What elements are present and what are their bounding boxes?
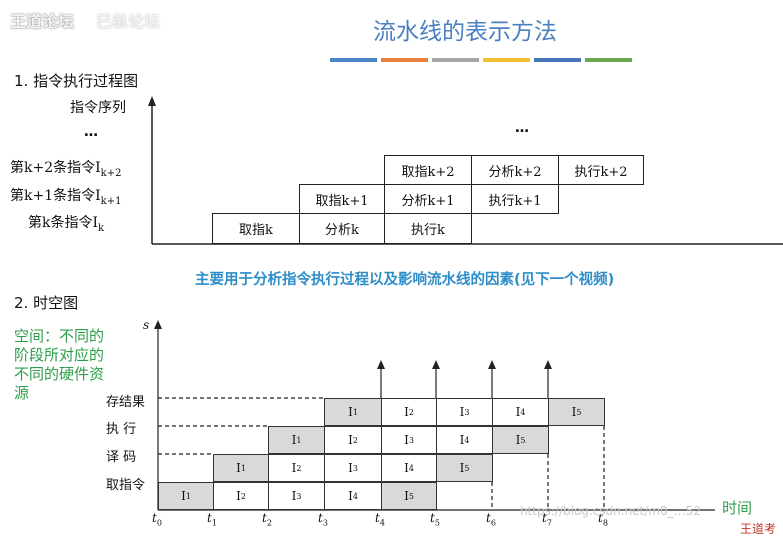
section2-x-axis-label: 时间 — [722, 499, 753, 517]
completion-arrow-head — [488, 360, 496, 369]
time-tick: t1 — [207, 511, 217, 528]
color-bar-segment — [432, 58, 479, 62]
time-tick: t0 — [152, 511, 162, 528]
time-tick: t7 — [542, 511, 552, 528]
color-bar-segment — [534, 58, 581, 62]
time-tick: t6 — [486, 511, 496, 528]
usage-note: 主要用于分析指令执行过程以及影响流水线的因素(见下一个视频) — [195, 272, 615, 288]
color-bar-segment — [585, 58, 632, 62]
cell-exec-k2: 执行k+2 — [558, 155, 644, 185]
forum-logo: 王道论坛 — [10, 12, 75, 31]
row-label-k1: 第k+1条指令Ik+1 — [10, 188, 122, 207]
cell-exec-k: 执行k — [384, 213, 472, 244]
space-note: 空间：不同的阶段所对应的不同的硬件资源 — [14, 327, 105, 402]
cell-fetch-k2: 取指k+2 — [384, 155, 472, 185]
stage-label-decode: 译 码 — [106, 450, 137, 465]
forum-logo-secondary: 已纵论坛 — [96, 12, 161, 31]
section1-dots-left: … — [84, 124, 99, 140]
time-tick: t2 — [262, 511, 272, 528]
color-bar-segment — [483, 58, 530, 62]
time-tick: t8 — [598, 511, 608, 528]
color-bar-segment — [381, 58, 428, 62]
row-label-k: 第k条指令Ik — [28, 215, 105, 234]
section1-y-axis-label: 指令序列 — [70, 100, 126, 116]
watermark: https://blog.csdn.net/m0_…52 — [520, 504, 701, 518]
stage-label-store: 存结果 — [106, 395, 146, 410]
completion-arrow-head — [544, 360, 552, 369]
time-tick: t3 — [318, 511, 328, 528]
time-tick: t4 — [375, 511, 385, 528]
section1-dots-right: … — [515, 120, 530, 136]
slide-title: 流水线的表示方法 — [373, 19, 557, 45]
cell-decode-k1: 分析k+1 — [384, 184, 472, 214]
cell-fetch-k: 取指k — [212, 213, 300, 244]
stage-label-fetch: 取指令 — [106, 478, 146, 493]
completion-arrow-head — [432, 360, 440, 369]
cell-decode-k: 分析k — [299, 213, 385, 244]
y-axis-arrow — [154, 320, 162, 329]
cell-decode-k2: 分析k+2 — [471, 155, 559, 185]
row-label-k2: 第k+2条指令Ik+2 — [10, 160, 122, 179]
section2-y-axis-label: s — [143, 318, 150, 332]
color-bar-segment — [330, 58, 377, 62]
section2-heading: 2. 时空图 — [14, 294, 79, 312]
cell-exec-k1: 执行k+1 — [471, 184, 559, 214]
section1-heading: 1. 指令执行过程图 — [14, 72, 139, 90]
time-tick: t5 — [430, 511, 440, 528]
completion-arrow-head — [377, 360, 385, 369]
stage-label-execute: 执 行 — [106, 422, 137, 437]
watermark-brand: 王道考 — [740, 522, 777, 536]
